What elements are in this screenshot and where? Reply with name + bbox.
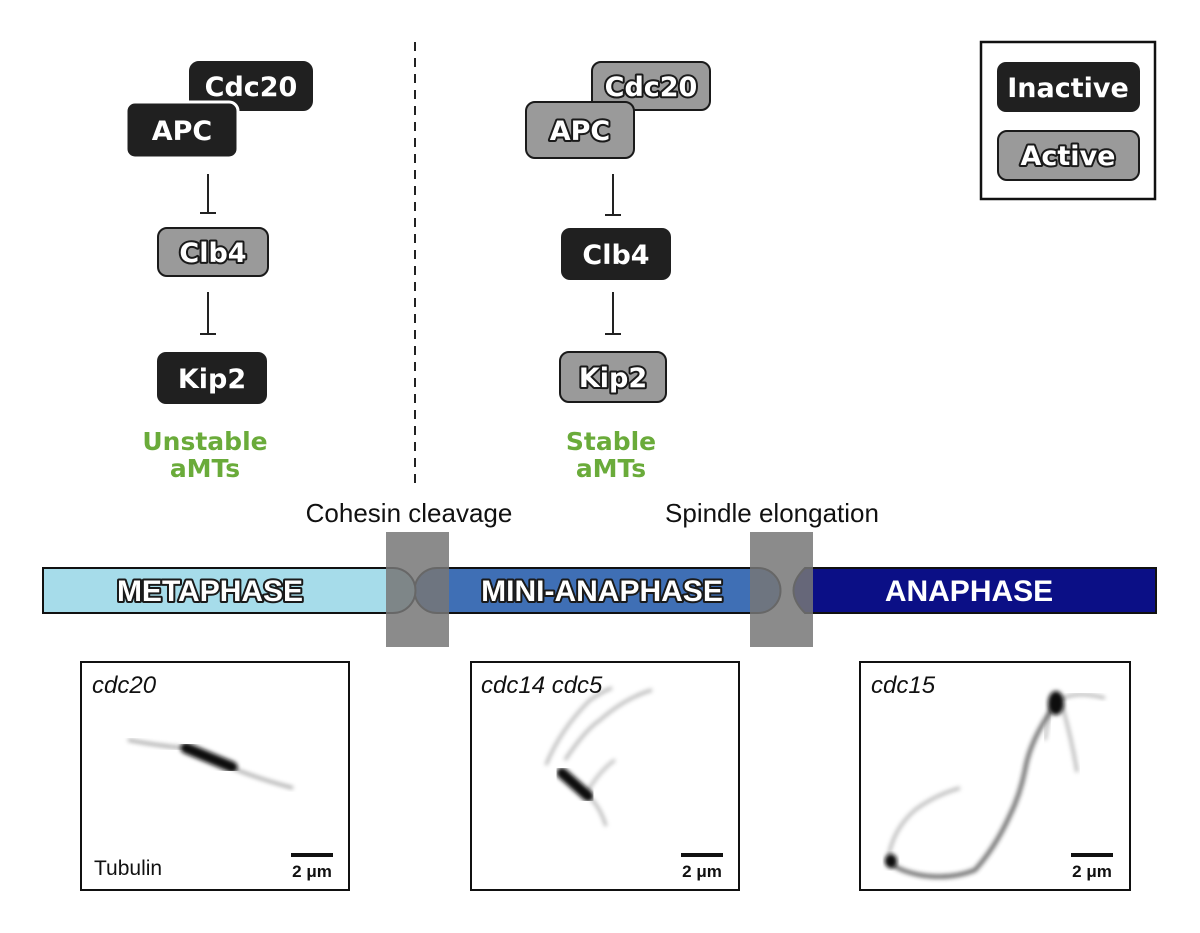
legend-inactive-swatch [997,62,1140,112]
metaphase-label: METAPHASE [117,575,303,608]
strain-label: cdc14 cdc5 [481,672,603,699]
phase-timeline: METAPHASE MINI-ANAPHASE ANAPHASE [42,532,1157,647]
outcome-line2: aMTs [576,454,646,483]
scale-label: 2 μm [292,862,332,881]
clb4-node [561,228,671,280]
scale-label: 2 μm [682,862,722,881]
spindle-image [885,691,1106,879]
clb4-label: Clb4 [179,238,246,269]
strain-label: cdc15 [871,672,936,699]
scale-bar [681,853,723,857]
spindle-transition-box [750,532,813,647]
microscopy-panel-cdc14-cdc5: cdc14 cdc5 2 μm [470,661,740,891]
kip2-node [157,352,267,404]
apc-label: APC [550,116,611,147]
anaphase-label: ANAPHASE [885,575,1053,608]
panel-frame [80,661,350,891]
outcome-line1: Unstable [142,427,267,456]
microscopy-panel-cdc15: cdc15 2 μm [859,661,1131,891]
legend-active-label: Active [1021,141,1116,172]
spindle-image [544,686,653,827]
apc-node [525,101,635,159]
clb4-label: Clb4 [582,240,649,271]
cdc20-label: Cdc20 [605,72,698,103]
panel-frame [859,661,1131,891]
stain-label: Tubulin [94,857,162,880]
scale-bar [291,853,333,857]
cdc20-node [189,61,313,111]
legend-active-swatch [997,130,1140,181]
clb4-node [157,227,269,277]
scale-label: 2 μm [1072,862,1112,881]
cohesin-transition-box [386,532,449,647]
scale-bar [1071,853,1113,857]
apc-node [124,100,240,160]
kip2-label: Kip2 [178,364,246,395]
microscopy-panel-cdc20: cdc20 Tubulin 2 μm [80,661,350,891]
kip2-label: Kip2 [579,363,647,394]
legend: Inactive Active [979,40,1157,201]
mini-anaphase-label: MINI-ANAPHASE [481,575,723,608]
pathway-left: Cdc20 APC Clb4 Kip2 Unstable aMTs [124,61,313,483]
spindle-image [127,738,294,790]
apc-label: APC [152,116,213,147]
kip2-node [559,351,667,403]
legend-inactive-label: Inactive [1007,73,1129,104]
spindle-elongation-label: Spindle elongation [665,498,879,528]
cdc20-label: Cdc20 [205,72,298,103]
outcome-line1: Stable [566,427,656,456]
outcome-line2: aMTs [170,454,240,483]
pathway-right: Cdc20 APC Clb4 Kip2 Stable aMTs [525,61,711,483]
cohesin-cleavage-label: Cohesin cleavage [306,498,513,528]
cdc20-node [591,61,711,111]
panel-frame [470,661,740,891]
strain-label: cdc20 [92,672,157,699]
